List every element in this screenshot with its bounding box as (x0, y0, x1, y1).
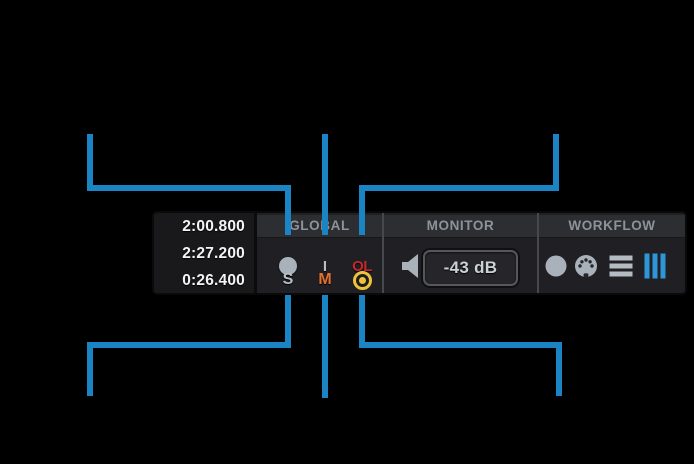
overload-indicator[interactable]: OL (347, 254, 377, 278)
callout-segment (359, 342, 562, 348)
time-value: 0:26.400 (182, 271, 245, 289)
record-target-icon (352, 270, 372, 290)
section-workflow-header: WORKFLOW (539, 215, 685, 238)
input-button[interactable]: I (310, 254, 340, 278)
section-monitor-header: MONITOR (384, 215, 537, 238)
callout-segment (285, 185, 291, 235)
menu-lines-icon[interactable] (609, 255, 633, 277)
overload-label: OL (352, 257, 372, 275)
monitor-level-display[interactable]: -43 dB (423, 250, 518, 286)
solo-button[interactable]: S (273, 268, 303, 292)
control-bar: 2:00.800 2:27.200 0:26.400 GLOBAL I OL S… (152, 211, 687, 295)
vertical-bars-icon[interactable] (644, 253, 666, 279)
record-button[interactable] (273, 254, 303, 278)
mute-button[interactable]: M (310, 268, 340, 292)
callout-segment (359, 185, 559, 191)
section-monitor: MONITOR -43 dB (384, 213, 537, 293)
callout-segment (87, 342, 291, 348)
panel-divider (254, 213, 257, 293)
mute-button-label: M (318, 271, 332, 288)
speaker-icon[interactable] (401, 253, 423, 279)
record-enable-button[interactable] (347, 268, 377, 292)
callout-segment (87, 185, 291, 191)
input-button-label: I (322, 257, 328, 275)
callout-segment (359, 295, 365, 348)
circle-icon[interactable] (545, 255, 567, 277)
section-workflow: WORKFLOW (539, 213, 685, 293)
time-value: 2:27.200 (182, 244, 245, 262)
record-circle-icon (279, 257, 297, 275)
section-divider (382, 213, 384, 293)
time-value: 2:00.800 (182, 217, 245, 235)
callout-segment (553, 134, 559, 191)
callout-segment (359, 185, 365, 235)
time-display: 2:00.800 2:27.200 0:26.400 (154, 213, 254, 293)
callout-segment (87, 134, 93, 191)
solo-button-label: S (282, 271, 294, 288)
callout-segment (322, 134, 328, 235)
callout-segment (285, 295, 291, 348)
section-divider (537, 213, 539, 293)
midi-din-icon[interactable] (575, 255, 597, 277)
callout-segment (556, 342, 562, 396)
callout-segment (322, 295, 328, 398)
callout-segment (87, 342, 93, 396)
